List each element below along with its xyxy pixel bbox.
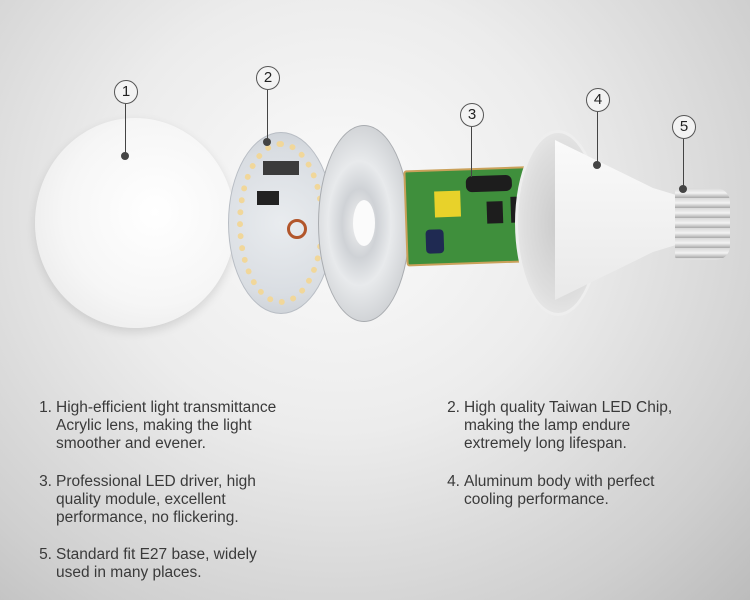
- feature-1: 1.High-efficient light transmittance Acr…: [32, 399, 276, 453]
- chip-a: [486, 201, 504, 224]
- acrylic-lens: [35, 118, 235, 328]
- component-strip: [263, 161, 299, 175]
- feature-number: 5.: [39, 546, 52, 563]
- leader-dot-4: [593, 161, 601, 169]
- e27-base: [675, 188, 730, 260]
- feature-2: 2.High quality Taiwan LED Chip, making t…: [440, 399, 672, 453]
- leader-line-2: [267, 90, 268, 140]
- cap-small: [425, 229, 445, 254]
- callout-2: 2: [256, 66, 280, 90]
- callout-4: 4: [586, 88, 610, 112]
- feature-text: High quality Taiwan LED Chip, making the…: [464, 399, 673, 452]
- feature-5: 5.Standard fit E27 base, widely used in …: [32, 546, 257, 582]
- leader-line-1: [125, 104, 126, 154]
- feature-number: 3.: [39, 473, 52, 490]
- feature-text: Standard fit E27 base, widely used in ma…: [56, 546, 257, 581]
- feature-text: High-efficient light transmittance Acryl…: [56, 399, 277, 452]
- feature-number: 2.: [447, 399, 460, 416]
- transformer: [434, 190, 462, 218]
- feature-number: 4.: [447, 473, 460, 490]
- callout-5: 5: [672, 115, 696, 139]
- aluminum-body: [515, 130, 695, 316]
- feature-text: Aluminum body with perfect cooling perfo…: [464, 473, 655, 508]
- center-hole: [353, 200, 375, 246]
- feature-3: 3.Professional LED driver, high quality …: [32, 473, 256, 527]
- leader-line-5: [683, 139, 684, 187]
- coil: [287, 219, 307, 239]
- heat-sink-plate: [318, 125, 410, 322]
- driver-ic: [257, 191, 279, 205]
- feature-number: 1.: [39, 399, 52, 416]
- leader-dot-2: [263, 138, 271, 146]
- callout-3: 3: [460, 103, 484, 127]
- callout-1: 1: [114, 80, 138, 104]
- leader-dot-1: [121, 152, 129, 160]
- feature-4: 4.Aluminum body with perfect cooling per…: [440, 473, 654, 509]
- capacitor: [465, 174, 513, 193]
- leader-dot-5: [679, 185, 687, 193]
- led-chip-board: [228, 132, 334, 314]
- leader-line-3: [471, 127, 472, 177]
- feature-text: Professional LED driver, high quality mo…: [56, 473, 256, 526]
- leader-line-4: [597, 112, 598, 162]
